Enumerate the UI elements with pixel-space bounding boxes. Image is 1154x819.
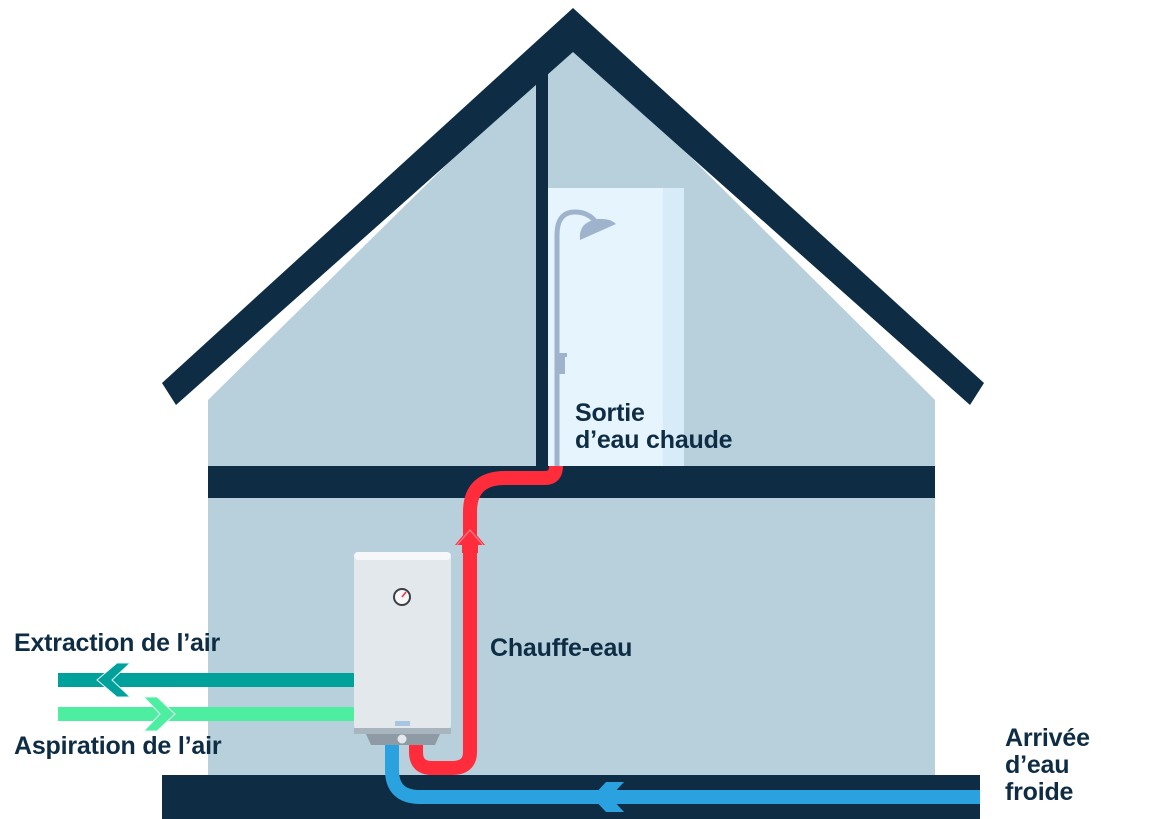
- house-lower-wall: [208, 470, 935, 775]
- hot-water-outlet-label-line-1: Sortie: [575, 399, 645, 427]
- air-extraction-label: Extraction de l’air: [14, 629, 220, 657]
- water-heater-valve-icon: [396, 733, 408, 745]
- shower-mixer-icon: [557, 354, 565, 374]
- water-heater-body: [354, 552, 451, 732]
- water-heater-bottom-trim: [354, 728, 451, 734]
- water-heater-top: [354, 552, 451, 560]
- air-intake-arrow-icon: [142, 696, 176, 732]
- air-extraction-duct: [58, 673, 355, 687]
- water-heater-display: [395, 721, 410, 726]
- cold-water-pipe: [385, 742, 980, 804]
- hot-water-outlet-label: Sortie d’eau chaude: [575, 399, 733, 454]
- middle-floor: [208, 466, 935, 498]
- cold-water-inlet-label-line-2: d’eau: [1005, 751, 1070, 779]
- shower-mixer-knob: [557, 353, 567, 357]
- water-heater: [354, 552, 451, 745]
- air-intake-duct: [58, 707, 355, 721]
- partition-wall: [536, 70, 548, 470]
- hot-water-arrow-chevron: [456, 529, 484, 546]
- water-heater-label: Chauffe-eau: [490, 634, 633, 662]
- shower-room-shade: [663, 188, 684, 468]
- shower-head-icon: [579, 218, 616, 240]
- hot-water-outlet-label-line-2: d’eau chaude: [575, 426, 733, 454]
- cold-water-inlet-label-line-1: Arrivée: [1005, 724, 1090, 752]
- shower-room: [548, 188, 684, 468]
- air-intake-label: Aspiration de l’air: [14, 732, 222, 760]
- hot-water-pipe: [409, 465, 563, 775]
- shower-pipe: [554, 209, 598, 468]
- cold-water-inlet-label: Arrivée d’eau froide: [1005, 725, 1090, 806]
- air-extraction-arrow-icon: [96, 662, 132, 698]
- cold-water-arrow-icon: [592, 782, 624, 812]
- hot-water-arrow-icon: [455, 527, 485, 553]
- cold-water-inlet-label-line-3: froide: [1005, 778, 1074, 806]
- thermometer-needle: [401, 591, 407, 598]
